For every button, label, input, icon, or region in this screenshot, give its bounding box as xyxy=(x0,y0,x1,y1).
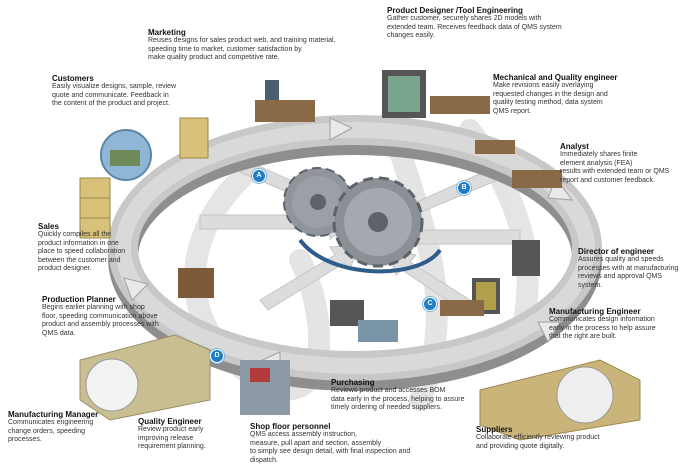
role-desc-line: product and assembly processes with xyxy=(42,321,159,329)
customers-globe-icon xyxy=(100,129,152,181)
label-quality-engineer: Quality Engineer Review product early im… xyxy=(138,417,238,452)
role-desc-line: between the customer and xyxy=(38,256,121,264)
role-title: Product Designer /Tool Engineering xyxy=(387,6,523,15)
label-customers: Customers Easily visualize designs, samp… xyxy=(52,74,222,109)
role-desc-line: and providing quote digitally. xyxy=(476,442,565,450)
role-desc-line: processes with at manufacturing xyxy=(578,264,679,272)
supplier-warehouse-icon xyxy=(479,359,641,441)
role-desc-line: element analysis (FEA) xyxy=(560,159,633,167)
role-desc-line: measure, pull apart and section, assembl… xyxy=(250,439,382,447)
role-title: Analyst xyxy=(560,142,589,151)
role-desc-line: data early in the process, helping to as… xyxy=(331,395,465,403)
role-title: Purchasing xyxy=(331,378,375,387)
role-desc-line: QMS access assembly instruction, xyxy=(250,431,357,438)
workstation-marketing-icon xyxy=(255,80,315,122)
role-desc-line: Reuses designs for sales product web, an… xyxy=(148,37,336,44)
scene-props xyxy=(79,70,641,441)
role-desc-line: Review product early xyxy=(138,426,204,433)
role-desc-line: Reviews product and accesses BOM xyxy=(331,387,446,394)
role-title: Customers xyxy=(52,74,94,83)
role-title: Marketing xyxy=(148,28,186,37)
role-desc-line: Make revisions easily overlaying xyxy=(493,82,594,89)
workstation-analyst-icon xyxy=(475,140,562,188)
role-desc-line: dispatch. xyxy=(250,456,279,464)
role-title: Suppliers xyxy=(476,425,513,434)
label-manufacturing-engineer: Manufacturing Engineer Communicates desi… xyxy=(549,307,697,342)
role-title: Director of engineer xyxy=(578,247,655,256)
role-desc-line: product information in one xyxy=(38,239,119,247)
role-title: Manufacturing Engineer xyxy=(549,307,641,316)
role-desc-line: timely ordering of needed suppliers. xyxy=(331,404,442,412)
role-desc-line: requested changes in the design and xyxy=(493,90,608,98)
role-desc-line: floor, speeding communication above xyxy=(42,312,158,320)
workstation-purchasing-icon xyxy=(330,300,398,342)
role-desc-line: requirement planning. xyxy=(138,443,206,451)
label-marketing: Marketing Reuses designs for sales produ… xyxy=(148,28,373,63)
role-title: Quality Engineer xyxy=(138,417,202,426)
role-desc-line: reviews and approval QMS xyxy=(578,273,663,281)
label-shop-floor: Shop floor personnel QMS access assembly… xyxy=(250,422,445,465)
role-desc-line: Collaborate efficiently reviewing produc… xyxy=(476,434,600,441)
sales-shelf-icon xyxy=(79,177,111,239)
workstation-manufacturing-icon xyxy=(440,300,484,316)
role-desc-line: results with extended team or QMS xyxy=(560,168,670,176)
label-purchasing: Purchasing Reviews product and accesses … xyxy=(331,378,516,413)
drive-belt xyxy=(298,238,442,274)
stage-badge-a: A xyxy=(252,169,266,183)
gears xyxy=(283,167,442,274)
label-sales: Sales Quickly compiles all the product i… xyxy=(38,222,148,274)
role-desc-line: early in the process to help assure xyxy=(549,324,656,332)
label-mech-quality: Mechanical and Quality engineer Make rev… xyxy=(493,73,693,116)
role-desc-line: Communicates engineering xyxy=(8,419,94,426)
role-desc-line: QMS data. xyxy=(42,329,76,337)
role-desc-line: Immediately shares finite xyxy=(560,151,638,158)
role-desc-line: Quickly compiles all the xyxy=(38,231,112,238)
role-desc-line: QMS report. xyxy=(493,107,532,115)
workstation-planner-icon xyxy=(178,268,214,298)
label-manufacturing-manager: Manufacturing Manager Communicates engin… xyxy=(8,410,128,445)
role-desc-line: processes. xyxy=(8,436,42,444)
role-desc-line: extended team. Receives feedback data of… xyxy=(387,23,562,31)
stage-badge-b: B xyxy=(457,181,471,195)
shop-floor-machines-icon xyxy=(240,360,290,415)
role-desc-line: changes easily. xyxy=(387,32,435,40)
workstation-designer-icon xyxy=(382,70,490,118)
role-desc-line: change orders, speeding xyxy=(8,427,86,435)
label-analyst: Analyst Immediately shares finite elemen… xyxy=(560,142,696,185)
stage-badge-d: D xyxy=(210,349,224,363)
role-title: Shop floor personnel xyxy=(250,422,331,431)
role-desc-line: report and customer feedback. xyxy=(560,176,655,184)
label-production-planner: Production Planner Begins earlier planni… xyxy=(42,295,192,338)
factory-icon xyxy=(79,334,211,421)
role-desc-line: to simply see design detail, with final … xyxy=(250,448,411,456)
process-ring xyxy=(108,115,602,391)
role-desc-line: that the right are built. xyxy=(549,333,617,341)
label-director: Director of engineer Assures quality and… xyxy=(578,247,696,290)
role-desc-line: place to speed collaboration xyxy=(38,248,126,256)
role-title: Sales xyxy=(38,222,59,231)
label-suppliers: Suppliers Collaborate efficiently review… xyxy=(476,425,656,451)
role-desc-line: quote and communicate. Feedback in xyxy=(52,91,169,99)
gear-large-icon xyxy=(332,176,424,268)
role-desc-line: speeding time to market, customer satisf… xyxy=(148,45,302,53)
role-desc-line: quality testing method, data system xyxy=(493,99,603,107)
role-desc-line: Communicates design information xyxy=(549,316,655,323)
role-title: Production Planner xyxy=(42,295,116,304)
role-desc-line: Begins earlier planning with shop xyxy=(42,304,145,311)
role-desc-line: product designer. xyxy=(38,265,92,273)
marketing-shelf-icon xyxy=(179,117,209,159)
role-desc-line: make quality product and competitive rat… xyxy=(148,54,280,62)
stage-badge-c: C xyxy=(423,297,437,311)
role-desc-line: Assures quality and speeds xyxy=(578,256,664,263)
role-title: Manufacturing Manager xyxy=(8,410,99,419)
role-desc-line: system. xyxy=(578,281,603,289)
role-desc-line: improving release xyxy=(138,434,194,442)
role-desc-line: Gather customer, securely shares 2D mode… xyxy=(387,15,542,22)
role-title: Mechanical and Quality engineer xyxy=(493,73,618,82)
role-desc-line: the content of the product and project. xyxy=(52,100,170,108)
role-desc-line: Easily visualize designs, sample, review xyxy=(52,83,177,90)
label-product-designer: Product Designer /Tool Engineering Gathe… xyxy=(387,6,607,41)
